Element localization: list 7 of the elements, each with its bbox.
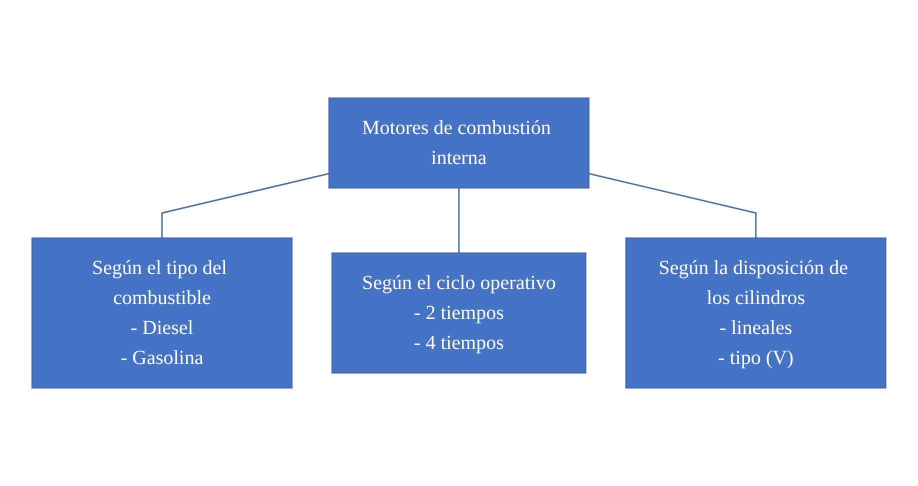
node-box: Motores de combustión interna	[328, 98, 590, 188]
connector	[458, 188, 460, 253]
connector	[588, 172, 757, 238]
node-box: Según la disposición de los cilindros - lineales - tipo (V)	[625, 238, 886, 388]
node-box: Según el tipo del combustible - Diesel - Gasolina	[32, 238, 293, 388]
connector	[161, 172, 330, 238]
node-box: Según el ciclo operativo - 2 tiempos - 4 tiempos	[332, 252, 586, 374]
